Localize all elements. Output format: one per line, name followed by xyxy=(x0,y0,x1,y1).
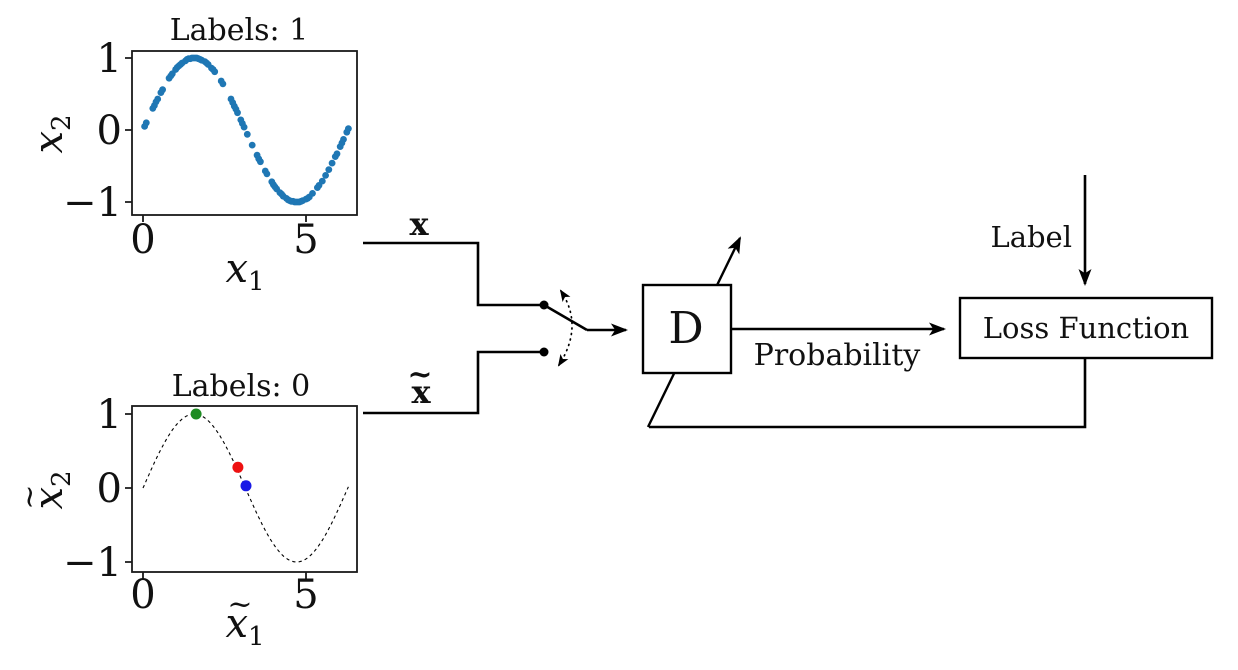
real-data-plot: Labels: 1 0 5 1 0 −1 x1 x2 xyxy=(26,13,358,297)
scatter-point xyxy=(340,136,347,143)
y-tick-label: 0 xyxy=(97,466,122,512)
y-tick-label: 1 xyxy=(97,36,122,82)
y-tick-label: 1 xyxy=(97,392,122,438)
scatter-point xyxy=(263,170,271,178)
tilde-accent: ~ xyxy=(12,484,47,509)
scatter-point xyxy=(154,95,162,103)
switch-blade xyxy=(543,303,588,332)
highlight-points xyxy=(190,408,252,492)
loss-function-box xyxy=(958,296,1214,360)
scatter-point xyxy=(243,130,251,138)
y-axis-label-base: x xyxy=(26,487,72,510)
y-axis-label-base: x xyxy=(26,131,72,154)
tick-marks xyxy=(125,413,307,579)
axes-frame xyxy=(131,405,358,573)
tilde-accent: ~ xyxy=(227,587,252,622)
scatter-point xyxy=(219,80,227,88)
y-axis-label: x2 xyxy=(26,470,77,509)
scatter-point xyxy=(257,158,264,166)
loss-function-label: Loss Function xyxy=(983,311,1189,345)
wire-fake xyxy=(363,350,540,415)
discriminator-label: D xyxy=(668,303,703,354)
blue-point xyxy=(240,480,252,492)
plot-title: Labels: 1 xyxy=(170,13,309,48)
wire-real-label: x xyxy=(409,205,429,243)
tilde-accent: ~ xyxy=(407,357,432,392)
y-axis-label-sub: 2 xyxy=(47,470,77,487)
scatter-point xyxy=(248,141,256,149)
probability-label: Probability xyxy=(754,338,921,373)
scatter-point xyxy=(325,166,333,174)
scatter-point xyxy=(240,123,248,131)
axes-frame xyxy=(131,50,358,216)
switch-toggle-arc xyxy=(557,289,573,367)
plot-title: Labels: 0 xyxy=(172,369,311,404)
scatter-point xyxy=(234,109,241,117)
y-axis-label: x2 xyxy=(26,114,77,153)
x-tick-label: 5 xyxy=(293,572,318,618)
generated-data-plot: Labels: 0 0 5 1 0 −1 ~ x1 ~ x2 xyxy=(12,369,358,652)
scatter-point xyxy=(309,190,316,197)
y-axis-label-sub: 2 xyxy=(47,114,77,131)
x-axis-label-sub: 1 xyxy=(248,622,265,652)
wire-real xyxy=(363,241,540,307)
x-axis-label-base: x xyxy=(225,601,248,647)
x-axis-label-base: x xyxy=(225,246,248,292)
scatter-point xyxy=(142,119,150,127)
scatter-point xyxy=(159,86,167,94)
x-tick-label: 0 xyxy=(130,217,155,263)
x-axis-label-sub: 1 xyxy=(248,267,265,297)
label-input-text: Label xyxy=(990,220,1072,254)
scatter-point xyxy=(322,172,329,179)
scatter-point xyxy=(318,177,326,185)
y-tick-label: −1 xyxy=(63,540,122,586)
x-axis-label: x1 xyxy=(225,246,264,297)
y-tick-label: 0 xyxy=(97,108,122,154)
x-tick-label: 0 xyxy=(130,572,155,618)
y-axis-label-group: ~ x2 xyxy=(12,470,77,509)
y-axis-label-group: x2 xyxy=(26,114,77,153)
wire-fake-label: x xyxy=(411,373,431,411)
feedback-path xyxy=(649,358,1087,429)
scatter-points xyxy=(141,54,352,206)
scatter-point xyxy=(211,68,219,76)
y-tick-label: −1 xyxy=(63,180,122,226)
scatter-point xyxy=(333,150,341,158)
scatter-point xyxy=(328,159,336,167)
green-point xyxy=(190,408,202,420)
red-point xyxy=(232,461,244,473)
tick-marks xyxy=(125,57,307,222)
switch-contact-fake xyxy=(539,347,549,357)
x-tick-label: 5 xyxy=(293,217,318,263)
scatter-point xyxy=(345,125,352,132)
x-axis-label: x1 xyxy=(225,601,264,652)
discriminator-box xyxy=(641,283,733,375)
